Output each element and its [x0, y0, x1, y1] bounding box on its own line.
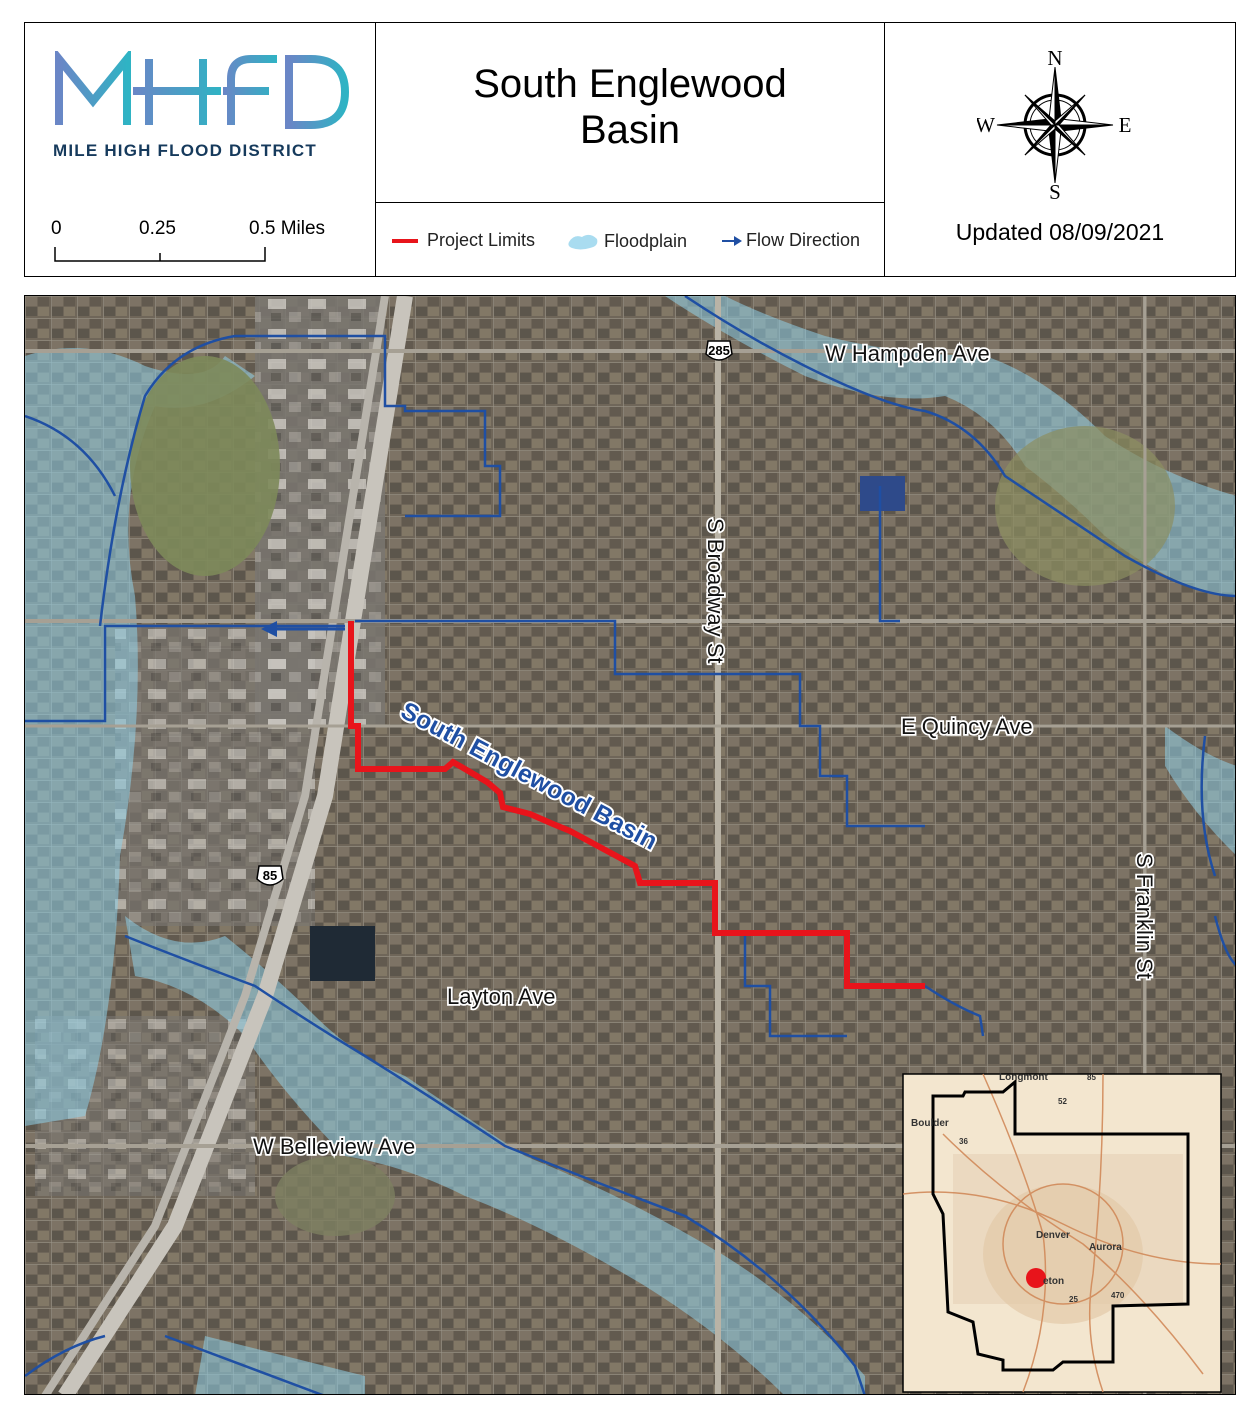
svg-text:285: 285 [708, 343, 730, 358]
project-limits-line[interactable] [348, 621, 925, 989]
compass-n: N [1047, 46, 1062, 70]
legend-floodplain-label: Floodplain [604, 230, 688, 251]
park-east [995, 426, 1175, 586]
map-title: South Englewood Basin [376, 61, 884, 153]
road-label-belleview: W Belleview Ave [253, 1134, 415, 1159]
compass-s: S [1049, 180, 1061, 201]
inset-shield-52: 52 [1058, 1097, 1067, 1106]
compass-w: W [977, 113, 995, 137]
us-85-shield: 85 [256, 865, 284, 886]
map-title-line1: South Englewood [473, 62, 787, 106]
road-label-franklin: S Franklin St [1132, 853, 1157, 979]
road-label-hampden: W Hampden Ave [825, 341, 990, 366]
flow-lines [25, 296, 1235, 1394]
compass-panel: N S E W Updated 08/09/2021 [885, 23, 1235, 276]
map-panel: 285 85 W Hampden Ave E Quincy Ave Layton… [24, 295, 1236, 1395]
golf-course [130, 356, 280, 576]
scale-bar-graphic [54, 247, 266, 262]
scale-label-0-25: 0.25 [139, 218, 176, 239]
logo-panel: MILE HIGH FLOOD DISTRICT 0 0.25 0.5 Mile… [25, 23, 376, 276]
inset-location-marker [1026, 1268, 1046, 1288]
legend-panel: Project Limits Floodplain Flow Direction [376, 203, 885, 276]
road-label-broadway: S Broadway St [703, 518, 728, 664]
logo-subtitle: MILE HIGH FLOOD DISTRICT [53, 141, 317, 160]
flow-arrow-icon [722, 235, 742, 246]
inset-label-boulder: Boulder [911, 1118, 949, 1129]
industrial-area-west [115, 626, 315, 926]
legend-flow-direction-label: Flow Direction [746, 230, 861, 250]
svg-text:85: 85 [263, 868, 277, 883]
map-title-line2: Basin [579, 108, 681, 152]
park-south [275, 1156, 395, 1236]
road-label-layton: Layton Ave [447, 984, 555, 1009]
inset-locator-map: Denver Aurora Boulder Longmont eton 52 3… [902, 1072, 1222, 1393]
updated-date: Updated 08/09/2021 [955, 219, 1165, 245]
project-limits-swatch [392, 238, 418, 243]
inset-shield-36: 36 [959, 1137, 968, 1146]
road-label-quincy: E Quincy Ave [901, 714, 1033, 739]
inset-label-littleton: eton [1043, 1276, 1064, 1287]
inset-shield-25: 25 [1069, 1295, 1078, 1304]
inset-shield-470: 470 [1111, 1291, 1125, 1300]
map-header: MILE HIGH FLOOD DISTRICT 0 0.25 0.5 Mile… [24, 22, 1236, 277]
inset-shield-85: 85 [1087, 1073, 1096, 1082]
map-canvas[interactable]: 285 85 W Hampden Ave E Quincy Ave Layton… [25, 296, 1236, 1395]
compass-rose-icon: N S E W [977, 46, 1132, 201]
inset-label-longmont: Longmont [999, 1072, 1049, 1083]
legend-project-limits-label: Project Limits [427, 230, 536, 250]
inset-label-denver: Denver [1036, 1230, 1070, 1241]
floodplain-swatch [568, 234, 598, 250]
compass-e: E [1119, 113, 1132, 137]
legend-flow-direction: Flow Direction [720, 230, 860, 251]
inset-label-aurora: Aurora [1089, 1242, 1122, 1253]
pond [310, 926, 375, 981]
legend-floodplain: Floodplain [566, 230, 687, 252]
mhfd-logo [55, 51, 350, 129]
stadium-field [860, 476, 905, 511]
scale-label-0-5-miles: 0.5 Miles [249, 218, 326, 239]
us-285-shield: 285 [705, 340, 733, 361]
legend-project-limits: Project Limits [390, 230, 535, 251]
scale-label-0: 0 [51, 218, 62, 239]
title-panel: South Englewood Basin [376, 23, 885, 203]
flow-direction-arrow [261, 621, 345, 637]
